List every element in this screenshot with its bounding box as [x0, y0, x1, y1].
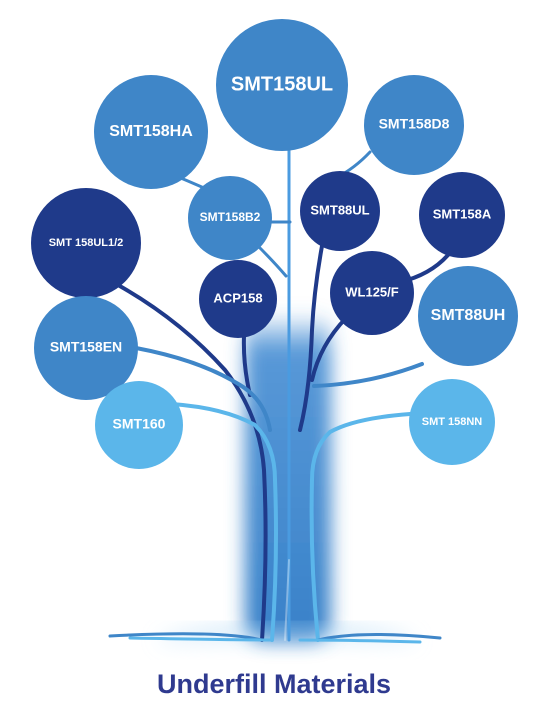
node-smt158ul-label: SMT158UL — [231, 73, 333, 95]
branch-smt88ul — [298, 244, 324, 432]
node-smt160: SMT160 — [95, 381, 183, 469]
node-smt88ul-circle — [300, 171, 380, 251]
node-smt158en-label: SMT158EN — [50, 339, 122, 355]
node-smt160-label: SMT160 — [113, 416, 166, 432]
diagram-title: Underfill Materials — [157, 669, 391, 699]
nodes: SMT158UL SMT158HA SMT158D8 SMT158B2 SMT8… — [31, 19, 518, 469]
node-smt158ha-label: SMT158HA — [109, 123, 193, 140]
trunk-highlight — [284, 559, 290, 641]
node-smt158nn: SMT 158NN — [409, 379, 495, 465]
branch-smt160 — [170, 402, 278, 642]
node-smt158nn-circle — [409, 379, 495, 465]
root-left-2 — [128, 636, 274, 642]
node-acp158-circle — [199, 260, 277, 338]
node-acp158-label: ACP158 — [213, 290, 262, 305]
branch-smt158b2 — [256, 244, 288, 278]
node-smt158a-label: SMT158A — [433, 206, 492, 221]
node-smt88uh: SMT88UH — [418, 266, 518, 366]
node-smt158ha: SMT158HA — [94, 75, 208, 189]
node-smt158en: SMT158EN — [34, 296, 138, 400]
root-right-2 — [298, 638, 422, 644]
node-smt158ul: SMT158UL — [216, 19, 348, 151]
node-smt158a: SMT158A — [419, 172, 505, 258]
node-smt160-circle — [95, 381, 183, 469]
node-smt158ha-circle — [94, 75, 208, 189]
node-wl125f: WL125/F — [330, 251, 414, 335]
node-smt158d8-circle — [364, 75, 464, 175]
ground-glow — [157, 624, 417, 656]
branch-smt158en — [134, 346, 272, 432]
branch-smt88uh — [312, 362, 424, 388]
node-smt158d8-label: SMT158D8 — [379, 116, 450, 132]
node-smt158b2: SMT158B2 — [188, 176, 272, 260]
node-wl125f-label: WL125/F — [345, 284, 399, 299]
branch-wl125f — [310, 316, 348, 382]
node-smt158b2-circle — [188, 176, 272, 260]
node-smt158en-circle — [34, 296, 138, 400]
node-smt158ul-circle — [216, 19, 348, 151]
node-smt158d8: SMT158D8 — [364, 75, 464, 175]
node-smt158a-circle — [419, 172, 505, 258]
node-wl125f-circle — [330, 251, 414, 335]
node-acp158: ACP158 — [199, 260, 277, 338]
node-smt158nn-label: SMT 158NN — [422, 416, 483, 428]
root-right-1 — [316, 632, 442, 642]
node-smt158ul12: SMT 158UL1/2 — [31, 188, 141, 298]
root-left-1 — [108, 632, 264, 642]
node-smt158ul12-label: SMT 158UL1/2 — [49, 237, 124, 249]
branch-smt158nn — [309, 412, 412, 642]
node-smt88uh-circle — [418, 266, 518, 366]
node-smt158b2-label: SMT158B2 — [200, 210, 261, 224]
node-smt88ul-label: SMT88UL — [310, 202, 369, 217]
node-smt88uh-label: SMT88UH — [431, 307, 506, 324]
node-smt158ul12-circle — [31, 188, 141, 298]
node-smt88ul: SMT88UL — [300, 171, 380, 251]
